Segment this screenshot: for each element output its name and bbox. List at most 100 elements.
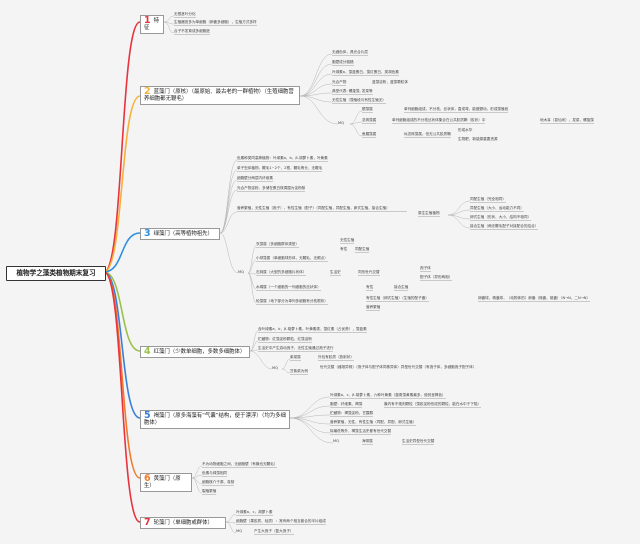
b2-sub-2-desc[interactable]: 似念珠藻属，但无公共胶质鞘 [404,132,451,138]
b5-shuang[interactable]: 膜内有不规则颗粒（藻胶淀粉形成的颗粒，能在水中于下陷） [384,402,482,408]
b4-sub-1-name[interactable]: 甘紫菜为例 [290,369,308,375]
b3-sub-4-name[interactable]: 轮藻属（地下部分为单列多细胞有分枝根状） [256,299,328,305]
b3-mq-link-2 [247,272,257,275]
b2-link-mq [299,95,339,125]
b2-item-3[interactable]: 光合产物 [332,80,347,86]
b3-sub-3-name[interactable]: 水绵属（一个细胞的一列细胞的丝状体） [256,285,321,291]
b5-sub-desc[interactable]: 生活史异型世代交替 [402,439,435,445]
b3-link-2 [219,179,238,234]
root-link-7 [103,271,141,523]
b2-product[interactable]: 蓝藻淀粉，蓝藻颗粒体 [372,80,408,84]
b5-link-mq [289,417,334,444]
b5-item-2[interactable]: 贮藏物：褐藻淀粉、甘露醇 [330,411,374,417]
b3-life-2[interactable]: 卵式生殖（形状、大小、结构不相同） [470,215,532,221]
b2-mq-link-0 [349,110,363,125]
b3-sub-2-part-1[interactable]: 同形世代交替 [358,270,380,276]
b6-item-2[interactable]: 细胞核介于原、真核 [202,480,235,486]
b6-item-1[interactable]: 色素与绿藻相同 [202,471,228,477]
b2-tail-1[interactable]: 形成水华 [458,128,473,132]
b3-item-3[interactable]: 光合产物淀粉，多储在蛋白核周围为淀粉核 [237,186,306,192]
b2-sub-1-name[interactable]: 念珠藻属 [362,118,377,124]
b5-mq[interactable]: MQ [333,439,339,443]
b2-item-1[interactable]: 胞壁成分粗糙 [332,60,354,66]
b4-sub-0-name[interactable]: 紫菜属 [290,355,301,361]
b5-item-3[interactable]: 营养繁殖，无性、有性生殖（同配、异配、卵式生殖） [330,420,417,426]
b3-sub-2-part-0[interactable]: 生活史 [330,270,341,276]
b3-item-2[interactable]: 细胞壁分两层内纤维素 [237,176,273,182]
root-link-2 [103,95,141,273]
b3-item-1[interactable]: 单子虫体植物，鞭毛1~2个，2根，鞭毛等长，无鞭毛 [237,166,323,172]
b3-mq[interactable]: MQ [238,270,244,274]
b4-item-1[interactable]: 贮藏物：红藻淀粉颗粒、红藻淀粉 [258,337,312,343]
b5-item-0[interactable]: 叶绿素a、c、β-胡萝卜素，六种叶黄素（墨角藻黄素最多，使其呈褐色） [330,393,446,399]
b3-sub-2-part-3[interactable]: 配子体（异形两相） [420,275,453,281]
b3-life-0[interactable]: 同配生殖（完全相同） [470,197,506,203]
branch-3-label: 绿藻门（高等植物祖先） [153,231,213,237]
b1-item-1[interactable]: 生殖器官多为单细胞（卵囊多细胞），生殖方式多样 [174,20,257,26]
branch-5-number: 5 [144,410,151,421]
b7-item-1[interactable]: 细胞壁（果胶质、硅质）：常有两个相互套合的半片组成 [236,519,326,525]
branch-7-label: 轮藻门（单细胞或群体） [153,520,213,526]
b3-sub-0-part-1[interactable]: 有性 [340,247,348,251]
b3-life-1[interactable]: 异配生殖（大小、运动能力不同） [470,206,524,212]
b4-item-0[interactable]: 含叶绿素a、b，β-胡萝卜素，叶黄素类，藻红素（占优势），藻蓝素 [258,327,367,333]
b3-sub-2-part-2[interactable]: 孢子体 [420,266,431,272]
b4-sub-0-desc[interactable]: 外包有胶质（放射状） [318,355,354,361]
root-topic[interactable]: 植物学之藻类植物期末复习 [6,266,106,281]
b2-sub-2-name[interactable]: 鱼腥藻属 [362,132,377,138]
b2-link-1 [299,63,333,97]
b2-item-5[interactable]: 无性生殖（藻殖段与有性生殖无） [332,98,386,104]
b3-sub-1-name[interactable]: 小球藻属（单细胞球形体，无鞭毛，无眼点） [256,256,328,262]
b5-item-1[interactable]: 胞壁：纤维素、褐藻 [330,402,363,408]
b3-item-4[interactable]: 营养繁殖，无性生殖（孢子），有性生殖（配子）（同配生殖，异配生殖，卵式生殖，接合… [237,206,407,212]
b3-sub-0-part-2[interactable]: 同配生殖 [355,247,370,253]
b3-sub-3-part-1[interactable]: 接合生殖 [394,285,409,291]
b3-sub-4-part-2[interactable]: 营养繁殖 [366,305,381,311]
b4-mq-link-1 [281,368,291,374]
b3-life-label[interactable]: 原生生殖植物 [418,211,440,217]
b2-sub-1-tail[interactable]: 地木耳（葛仙米），发菜，螺旋藻 [540,118,594,124]
b2-sub-0-name[interactable]: 颤藻属 [362,107,373,113]
b2-item-2[interactable]: 叶绿素a，藻蓝蛋白，藻红蛋白，类胡色素 [332,70,399,76]
b4-item-2[interactable]: 生活史中产生游动孢子，无性生殖通过孢子进行 [258,346,334,352]
b6-link-3 [191,477,203,494]
b2-tail-2[interactable]: 生物肥，新能源重要资源 [458,137,498,141]
b6-item-3[interactable]: 裂殖繁殖 [202,489,217,495]
b3-sub-4-part-0[interactable]: 有性生殖（卵式生殖）（生殖的配子囊） [366,296,429,302]
b4-sub-1-desc[interactable]: 世代交替（雌雄异株）（孢子体与配子体同株异体）异型世代交替（有孢子体，多细胞孢子… [320,365,477,369]
b2-mq-link-1 [349,121,363,125]
b7-mq[interactable]: MQ [236,529,242,533]
b7-item-0[interactable]: 叶绿素a、c，胡萝卜素 [236,510,273,516]
b6-item-0[interactable]: 不为动物细胞之间，无细胞壁（有膜也无鞭毛） [202,462,278,468]
b2-sub-0-desc[interactable]: 单列细胞组成，不分枝，丝状体，直或弯，能做颤动，形成藻殖段 [404,107,509,113]
root-link-3 [103,232,141,273]
b3-sub-0-part-0[interactable]: 无性生殖 [340,238,355,244]
b3-sub-4-part-1[interactable]: 卵囊球，精囊球，（动物体的）卵囊（珠囊、雄囊）（N→N，二N→N） [478,296,591,302]
b1-item-0[interactable]: 无根茎叶分化 [174,12,196,18]
b4-link-mq [249,350,273,370]
b3-sub-3-part-0[interactable]: 有性 [366,285,374,291]
b3-life-3[interactable]: 接合生殖（两无鞭毛配子对接配合的结合） [470,224,539,230]
b3-link-1 [219,169,238,234]
b2-item-0[interactable]: 无细色体，具光合片层 [332,50,368,56]
b4-mq[interactable]: MQ [272,366,278,370]
b1-item-2[interactable]: 合子不发育成多细胞胚 [174,29,210,35]
b3-item-0[interactable]: 色素种类同高等植物：叶绿素a、b，β-胡萝卜素，叶黄素 [237,156,328,162]
b5-sub-name[interactable]: 海带属 [362,439,373,445]
b2-sub-1-desc[interactable]: 单列细胞组成的不分枝丝状体集合在公共胶质鞘（胶状）中 [392,118,486,124]
b5-item-4[interactable]: 除最低等外，褐藻生活史都有世代交替 [330,429,392,435]
b3-sub-0-name[interactable]: 衣藻属（多细胞群体类型） [256,242,300,248]
branch-6-label: 黄藻门（原生） [144,476,181,489]
b3-sub-2-name[interactable]: 石莼属（大型的多细胞片状体） [256,270,307,276]
b2-mq-link-2 [349,123,363,137]
b2-item-4[interactable]: 典型代表: 螺旋藻, 发菜等 [332,89,373,95]
b7-item-2[interactable]: 产生大孢子（复大孢子） [254,529,294,535]
b2-mq[interactable]: MQ [338,121,344,125]
